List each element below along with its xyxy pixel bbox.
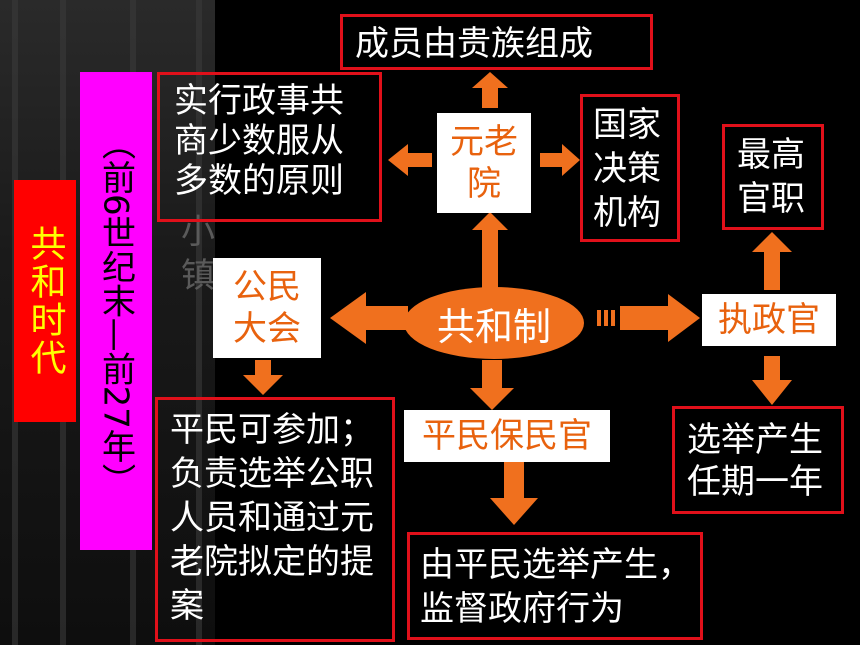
- senate-principle-text: 实行政事共商少数服从多数的原则: [174, 81, 344, 201]
- arrow-down-tribune: [470, 360, 514, 410]
- assembly-desc-text: 平民可参加；负责选举公职人员和通过元老院拟定的提案: [170, 410, 374, 626]
- tribune-desc-text: 由平民选举产生，监督政府行为: [420, 545, 692, 629]
- arrow-left-assembly: [330, 292, 408, 344]
- arrow-right-dash: [597, 310, 601, 326]
- tribune-label: 平民保民官: [422, 416, 592, 456]
- arrow-right-dash: [604, 310, 608, 326]
- tribune-node: 平民保民官: [404, 410, 610, 462]
- period-label: （前6世纪末—前27年）: [80, 72, 152, 550]
- arrow-down-assembly: [243, 360, 283, 395]
- arrow-left-principle: [388, 144, 432, 176]
- arrow-right-consul: [620, 294, 700, 342]
- senate-members-box: 成员由贵族组成: [340, 14, 653, 70]
- consul-rank-box: 最高官职: [722, 124, 824, 230]
- background-stripe: [196, 0, 202, 645]
- senate-role-text: 国家决策机构: [593, 105, 661, 233]
- senate-principle-box: 实行政事共商少数服从多数的原则: [157, 72, 382, 222]
- era-label: 共和时代: [14, 180, 76, 422]
- assembly-desc-box: 平民可参加；负责选举公职人员和通过元老院拟定的提案: [155, 397, 395, 642]
- assembly-node: 公民大会: [213, 258, 321, 358]
- consul-node: 执政官: [702, 294, 836, 346]
- assembly-label: 公民大会: [233, 267, 301, 349]
- arrow-up-members: [472, 72, 508, 108]
- consul-rank-text: 最高官职: [737, 135, 805, 219]
- consul-term-text: 选举产生任期一年: [687, 420, 823, 502]
- arrow-up-rank: [752, 232, 792, 290]
- arrow-right-dash: [611, 310, 615, 326]
- tribune-desc-box: 由平民选举产生，监督政府行为: [407, 532, 703, 640]
- senate-role-box: 国家决策机构: [580, 94, 680, 242]
- consul-term-box: 选举产生任期一年: [672, 406, 844, 514]
- consul-label: 执政官: [718, 300, 820, 340]
- arrow-down-consul: [752, 356, 792, 405]
- senate-node: 元老院: [437, 113, 531, 213]
- arrow-down-tribune-desc: [490, 462, 538, 525]
- watermark: 小镇: [181, 212, 215, 296]
- arrow-up-senate: [472, 212, 508, 290]
- senate-members-text: 成员由贵族组成: [355, 24, 593, 64]
- republic-center-node: 共和制: [404, 287, 584, 359]
- arrow-right-role: [540, 144, 580, 176]
- senate-label: 元老院: [450, 122, 518, 204]
